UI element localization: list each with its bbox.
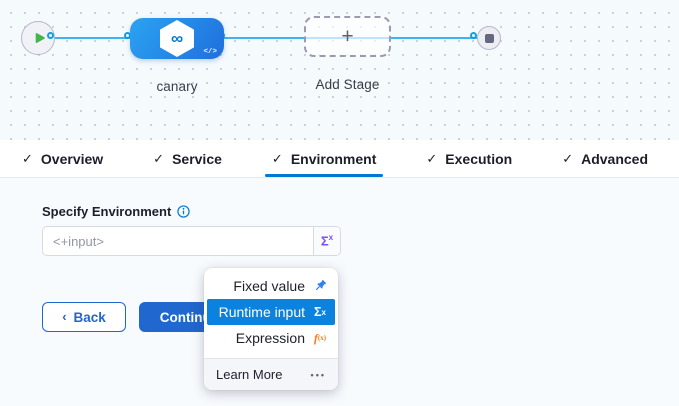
check-icon: ✓ xyxy=(271,150,283,166)
check-icon: ✓ xyxy=(153,150,165,166)
menu-item-expression[interactable]: Expression f(x) xyxy=(207,325,335,351)
info-icon[interactable] xyxy=(177,205,190,218)
stage-tab-bar: ✓ Overview ✓ Service ✓ Environment ✓ Exe… xyxy=(0,140,679,178)
tab-advanced[interactable]: ✓ Advanced xyxy=(562,140,648,177)
plus-icon: + xyxy=(341,25,354,48)
tab-execution[interactable]: ✓ Execution xyxy=(426,140,512,177)
sigma-icon: Σx xyxy=(320,233,334,249)
stage-node-canary[interactable]: ∞ </> xyxy=(130,18,224,59)
back-button[interactable]: ‹ Back xyxy=(42,302,126,332)
dropdown-footer: Learn More ••• xyxy=(204,358,338,390)
tab-label: Overview xyxy=(40,150,104,167)
wizard-button-row: ‹ Back Continue xyxy=(42,302,239,332)
pin-icon xyxy=(312,279,328,293)
menu-item-label: Runtime input xyxy=(218,304,305,320)
check-icon: ✓ xyxy=(562,150,574,166)
pipeline-canvas[interactable]: ∞ </> + canary Add Stage xyxy=(0,0,679,140)
specify-environment-label: Specify Environment xyxy=(42,204,172,219)
specify-environment-label-row: Specify Environment xyxy=(42,204,190,219)
stage-label-canary: canary xyxy=(156,79,198,94)
code-icon[interactable]: </> xyxy=(203,48,217,56)
tab-label: Advanced xyxy=(581,150,649,167)
play-icon xyxy=(34,32,46,44)
environment-tab-panel: Specify Environment Σx ‹ Back Continue F… xyxy=(0,178,679,405)
chevron-left-icon: ‹ xyxy=(62,309,67,324)
check-icon: ✓ xyxy=(426,150,438,166)
pipeline-connector-line xyxy=(52,37,478,39)
environment-input[interactable] xyxy=(43,227,313,255)
menu-item-fixed-value[interactable]: Fixed value xyxy=(207,273,335,299)
tab-label: Service xyxy=(172,150,222,167)
tab-label: Execution xyxy=(445,150,513,167)
canary-deployment-icon: ∞ xyxy=(170,28,184,48)
canary-hexagon-badge: ∞ xyxy=(160,20,194,57)
environment-input-group: Σx xyxy=(42,226,341,256)
ellipsis-icon[interactable]: ••• xyxy=(310,369,326,380)
add-stage-button[interactable]: + xyxy=(304,16,391,57)
tab-overview[interactable]: ✓ Overview xyxy=(22,140,103,177)
learn-more-link[interactable]: Learn More xyxy=(216,367,283,382)
stop-icon xyxy=(484,33,494,43)
tab-environment[interactable]: ✓ Environment xyxy=(264,140,384,177)
connector-port xyxy=(470,32,477,39)
pipeline-end-node[interactable] xyxy=(477,26,501,50)
connector-port xyxy=(47,32,54,39)
fx-expression-icon: f(x) xyxy=(313,330,327,345)
tab-service[interactable]: ✓ Service xyxy=(153,140,222,177)
back-button-label: Back xyxy=(73,309,106,325)
add-stage-label: Add Stage xyxy=(315,77,380,92)
menu-item-label: Expression xyxy=(235,330,305,346)
menu-item-label: Fixed value xyxy=(233,278,305,294)
check-icon: ✓ xyxy=(22,150,33,166)
runtime-input-type-button[interactable]: Σx xyxy=(313,227,340,255)
continue-button-label: Continue xyxy=(159,309,219,325)
tab-label: Environment xyxy=(290,150,377,167)
